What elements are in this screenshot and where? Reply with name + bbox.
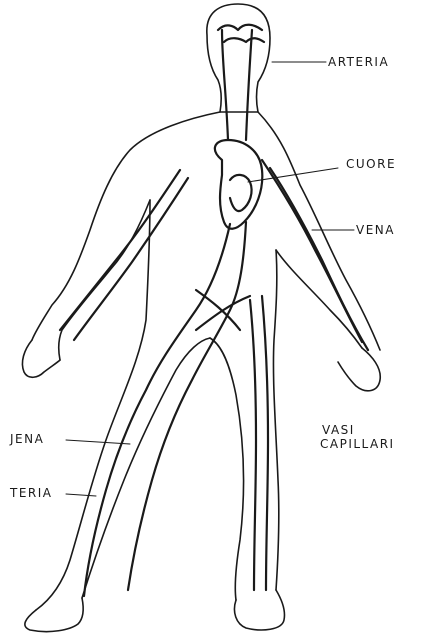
left-hand bbox=[22, 340, 60, 377]
left-arm-inner bbox=[59, 200, 150, 360]
heart bbox=[215, 140, 262, 229]
trunk-vessel-2 bbox=[128, 222, 246, 590]
trunk-vessel-1 bbox=[84, 224, 230, 596]
leader-vena-left bbox=[66, 440, 130, 444]
right-leg-inner bbox=[210, 338, 243, 600]
body-outline bbox=[22, 4, 380, 632]
vessels bbox=[60, 25, 368, 596]
head-vessel-right bbox=[246, 30, 252, 140]
label-vena-right: VENA bbox=[356, 224, 395, 237]
head-vessel-left bbox=[222, 30, 228, 140]
right-hand bbox=[338, 348, 380, 391]
leader-arteria-left bbox=[66, 494, 96, 496]
label-vasi: VASI bbox=[322, 424, 355, 437]
head-outline bbox=[207, 4, 270, 112]
heart-inner bbox=[230, 175, 252, 211]
right-leg-vessel-1 bbox=[250, 300, 256, 590]
label-capillari: CAPILLARI bbox=[320, 438, 395, 451]
left-foot bbox=[25, 598, 83, 632]
label-cuore: CUORE bbox=[346, 158, 396, 171]
left-leg-inner bbox=[82, 338, 210, 598]
right-foot bbox=[234, 590, 284, 630]
brain-capillaries bbox=[218, 25, 264, 42]
label-vena-left: JENA bbox=[10, 433, 44, 446]
right-arm-inner bbox=[276, 250, 362, 348]
left-arm-outer bbox=[32, 112, 220, 340]
right-leg-vessel-2 bbox=[262, 296, 268, 590]
right-leg-outer bbox=[273, 250, 278, 590]
left-arm-vessel-1 bbox=[60, 170, 180, 330]
left-arm-vessel-2 bbox=[74, 178, 188, 340]
label-arteria-left: TERIA bbox=[10, 487, 53, 500]
label-arteria-top: ARTERIA bbox=[328, 56, 389, 69]
